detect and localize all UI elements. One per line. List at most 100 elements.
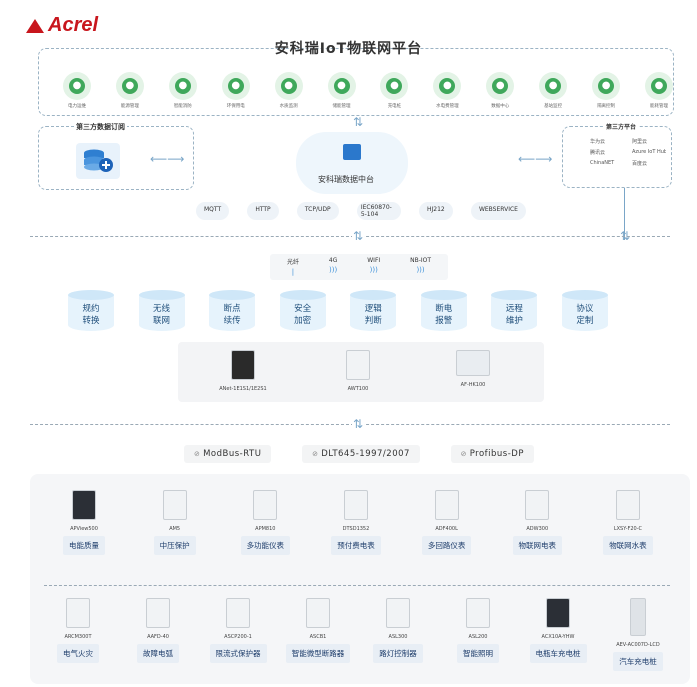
- network-box: [270, 254, 448, 280]
- device-model: ASL300: [388, 634, 408, 640]
- third-party-platform-title: 第三方平台: [604, 122, 639, 131]
- gateway-function-line2: 联网: [153, 316, 171, 326]
- bus-1: ⊘ DLT645-1997/2007: [302, 445, 420, 463]
- device-model: APM810: [255, 526, 276, 532]
- gateway-device-image: [456, 350, 490, 376]
- platform-app-8[interactable]: ●数据中心: [481, 72, 519, 109]
- platform-app-2[interactable]: ●智能消防: [164, 72, 202, 109]
- arrow-platform-datacenter: ⇅: [352, 115, 364, 129]
- platform-app-10[interactable]: ●隔离控制: [587, 72, 625, 109]
- gateway-function-label: 协议定制: [562, 303, 608, 327]
- devices_row2-device-7[interactable]: AEV-AC007D-LCD 汽车充电桩: [600, 598, 676, 671]
- gateway-function-7: 协议定制: [561, 290, 608, 334]
- platform-app-label: 水电费管理: [436, 104, 459, 109]
- device-model: DTSD1352: [342, 526, 370, 532]
- platform-app-label: 水质监测: [279, 104, 298, 109]
- network-3: NB-IOT))): [410, 257, 431, 276]
- platform-app-3[interactable]: ●环保用电: [217, 72, 255, 109]
- energy-icon-glyph: ●: [121, 78, 138, 94]
- device-category: 预付费电表: [331, 536, 381, 555]
- gateway-function-line2: 维护: [505, 316, 523, 326]
- platform-app-label: 能源管理: [120, 104, 139, 109]
- device-image: [525, 490, 550, 520]
- database-icon: ●: [486, 72, 515, 100]
- charger-icon: ●: [380, 72, 409, 100]
- platform-app-6[interactable]: ●充电桩: [375, 72, 413, 109]
- platform-app-11[interactable]: ●能耗管理: [640, 72, 678, 109]
- gateway-device-1[interactable]: AWT100: [323, 350, 393, 392]
- bus-label: DLT645-1997/2007: [321, 449, 410, 459]
- platform-app-9[interactable]: ●基站监控: [534, 72, 572, 109]
- devices_row1-device-3[interactable]: DTSD1352 预付费电表: [318, 490, 394, 555]
- platform-app-label: 电力运维: [68, 104, 86, 109]
- cylinder-top: [209, 290, 256, 300]
- gateway-function-line1: 远程: [505, 304, 523, 314]
- platform-apps: ●电力运维●能源管理●智能消防●环保用电●水质监测●储能管理●充电桩●水电费管理…: [58, 72, 678, 109]
- gateway-function-0: 规约转换: [68, 290, 114, 334]
- vendor-1: 阿里云: [632, 139, 648, 145]
- device-model: ASCB1: [309, 634, 327, 640]
- gateway-device-0[interactable]: ANet-1E1S1/1E2S1: [208, 350, 278, 392]
- platform-app-1[interactable]: ● 能源管理: [111, 72, 149, 109]
- device-category: 汽车充电桩: [613, 652, 663, 671]
- gateway-function-2: 断点续传: [209, 290, 256, 334]
- gateway-device-model: AWT100: [347, 386, 369, 392]
- vendor-5: 百度云: [632, 161, 648, 167]
- platform-app-7[interactable]: ●水电费管理: [428, 72, 466, 109]
- eco-icon: ●: [221, 72, 250, 100]
- arrow-datacenter-network: ⇅: [352, 229, 364, 243]
- cylinder-top: [279, 290, 326, 300]
- third-party-subscription-title: 第三方数据订阅: [74, 122, 127, 132]
- devices_row2-device-6[interactable]: ACX10A-YHW 电瓶车充电桩: [520, 598, 596, 671]
- device-model: AEV-AC007D-LCD: [616, 642, 660, 648]
- database-icon-glyph: ●: [492, 78, 509, 94]
- protocol-1: HTTP: [247, 202, 279, 220]
- gateway-function-line1: 断电: [435, 304, 453, 314]
- device-category: 电瓶车充电桩: [529, 644, 587, 663]
- cylinder-top: [138, 290, 185, 300]
- device-model: ADW300: [526, 526, 549, 532]
- gateway-function-label: 远程维护: [491, 303, 537, 327]
- cylinder-body: [209, 295, 256, 331]
- platform-app-0[interactable]: ● 电力运维: [58, 72, 96, 109]
- energy-icon: ●: [115, 72, 144, 100]
- vendor-0: 华为云: [590, 139, 606, 145]
- brand-logo: Acrel: [26, 14, 98, 37]
- gateway-function-4: 逻辑判断: [350, 290, 397, 334]
- cylinder-top: [561, 290, 608, 300]
- vendor-3: Azure IoT Hub: [632, 149, 666, 155]
- device-model: ACX10A-YHW: [541, 634, 575, 640]
- gateway-function-5: 断电报警: [420, 290, 467, 334]
- network-1: 4G))): [329, 257, 337, 276]
- cylinder-body: [491, 295, 538, 331]
- platform-app-label: 能耗管理: [649, 104, 668, 109]
- data-center-cloud: [296, 132, 408, 194]
- data-center-icon: [343, 144, 361, 160]
- gateway-function-label: 无线联网: [139, 303, 185, 327]
- gateway-function-line1: 协议: [576, 304, 594, 314]
- separator-1: [30, 236, 670, 237]
- protocol-4: HJ212: [419, 202, 453, 220]
- network-2: WIFI))): [367, 257, 380, 276]
- gateway-device-2[interactable]: AF-HK100: [438, 350, 508, 392]
- link-line-thirdparty: [624, 188, 625, 240]
- data-center-title: 安科瑞数据中台: [318, 175, 374, 184]
- platform-app-4[interactable]: ● 水质监测: [270, 72, 308, 109]
- water-icon: ●: [274, 72, 303, 100]
- platform-title: 安科瑞IoT物联网平台: [274, 41, 423, 57]
- power-ops-icon-glyph: ●: [69, 78, 85, 94]
- platform-app-5[interactable]: ●储能管理: [323, 72, 361, 109]
